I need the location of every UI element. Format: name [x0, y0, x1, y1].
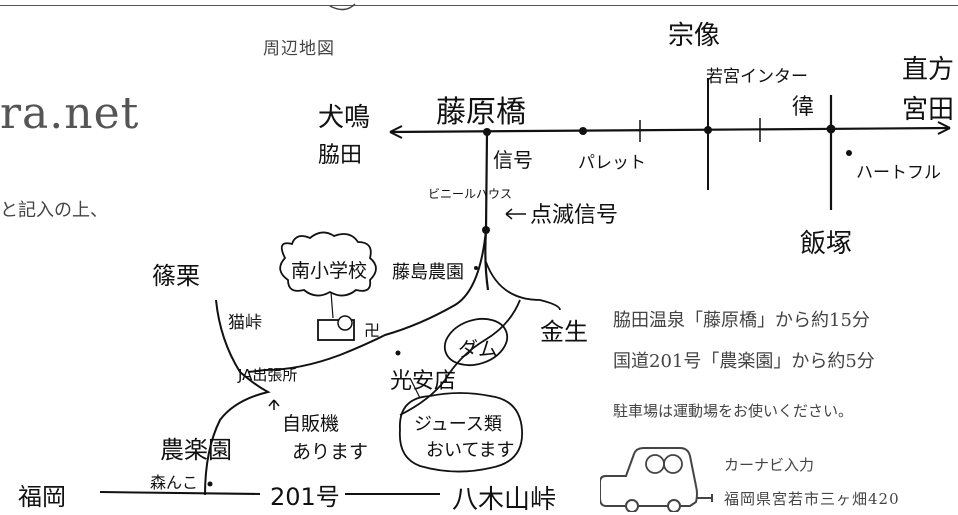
marker-signal	[482, 226, 490, 234]
label-kinsei: 金生	[540, 318, 588, 346]
label-pallet: パレット	[578, 153, 646, 173]
label-mitsuyasu: 光安店	[390, 369, 456, 394]
label-temple: 卍	[364, 321, 380, 340]
label-oitemasu: おいてます	[426, 440, 515, 461]
arrow-west-icon	[389, 125, 403, 139]
label-wakita: 脇田	[318, 143, 362, 168]
label-minami-school: 南小学校	[291, 260, 367, 282]
marker-fujishima	[474, 266, 478, 270]
label-arimasu: あります	[292, 441, 368, 463]
access-from-nourakuen: 国道201号「農楽園」から約5分	[613, 351, 875, 372]
marker-fujiwarabashi	[483, 128, 491, 136]
label-miyata: 宮田	[902, 95, 954, 125]
arrow-left-icon	[505, 208, 526, 220]
label-nougata: 直方	[902, 55, 954, 85]
road-east-branch	[485, 261, 561, 311]
label-fukuoka: 福岡	[18, 483, 66, 511]
arrow-east-icon	[937, 121, 951, 135]
label-dam: ダム	[458, 337, 498, 361]
road-to-school	[247, 229, 487, 373]
label-juice: ジュース類	[414, 414, 502, 435]
label-nourakuen: 農楽園	[160, 436, 232, 464]
car-navi-label: カーナビ入力	[724, 456, 815, 474]
site-url-fragment[interactable]: ra.net	[0, 88, 140, 139]
label-morinko: 森んこ	[150, 473, 198, 492]
road-sasaguri	[204, 299, 271, 496]
juice-pointer	[409, 377, 421, 399]
school-bubble	[279, 231, 377, 297]
label-iizuka: 飯塚	[800, 229, 852, 259]
label-wakamiya-ic: 若宮インター	[706, 67, 808, 87]
juice-bubble	[398, 392, 523, 473]
map-title: 周辺地図	[263, 39, 335, 59]
arrow-up-icon	[268, 399, 280, 410]
label-junction-kanji: 徫	[792, 95, 814, 120]
label-sasaguri: 篠栗	[152, 262, 200, 290]
label-heartful: ハートフル	[856, 163, 941, 183]
label-yakiyama: 八木山峠	[452, 485, 556, 515]
access-from-fujiwarabashi: 脇田温泉「藤原橋」から約15分	[613, 310, 870, 331]
school-pointer	[330, 291, 334, 319]
marker-pallet	[579, 127, 587, 135]
marker-morinko	[207, 481, 213, 487]
parking-note: 駐車場は運動場をお使いください。	[613, 402, 854, 420]
label-shingou: 信号	[493, 148, 533, 172]
label-ja: JA出張所	[237, 366, 297, 384]
label-inunaki: 犬鳴	[318, 103, 370, 133]
road-dam-side	[399, 299, 521, 416]
top-curve	[329, 3, 356, 11]
school-building-icon	[317, 319, 355, 341]
school-emblem-icon	[337, 315, 353, 331]
route-201-west	[99, 491, 261, 495]
marker-heartful	[846, 150, 852, 156]
car-icon	[600, 447, 713, 512]
marker-ic	[704, 126, 712, 134]
dam-outline	[443, 317, 509, 367]
label-jihanki: 自販機	[282, 413, 339, 435]
marker-junction	[826, 124, 836, 134]
label-munakata: 宗像	[668, 21, 720, 51]
label-nekotoge: 猫峠	[228, 313, 262, 333]
car-navi-address: 福岡県宮若市三ヶ畑420	[724, 490, 900, 508]
label-fujishima: 藤島農園	[392, 262, 464, 283]
label-route201: 201号	[270, 483, 340, 511]
label-vinyl-house: ビニールハウス	[428, 187, 512, 201]
label-fujiwarabashi: 藤原橋	[436, 95, 526, 130]
marker-shop	[395, 350, 401, 356]
label-tenmetsu: 点滅信号	[530, 203, 618, 228]
top-divider	[0, 5, 958, 6]
form-instruction-fragment: と記入の上、	[0, 200, 108, 221]
